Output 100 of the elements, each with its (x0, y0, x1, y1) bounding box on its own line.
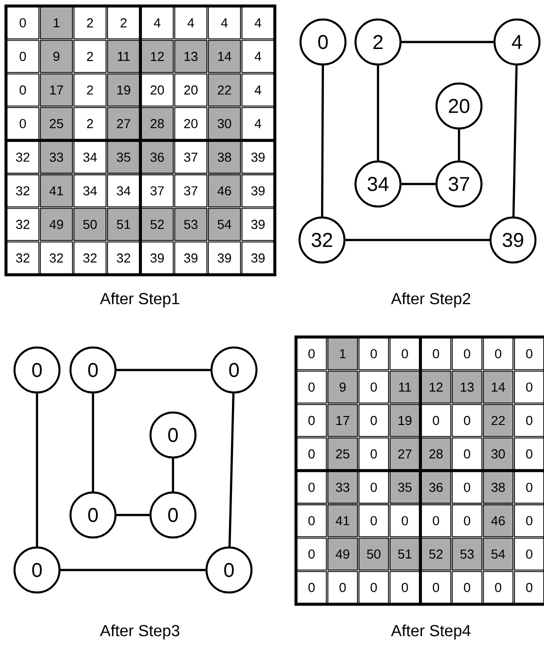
grid-cell: 0 (6, 40, 40, 73)
grid-cell: 0 (420, 337, 452, 370)
grid-cell: 39 (140, 242, 174, 274)
grid-cell: 0 (514, 504, 544, 538)
grid-cell: 4 (242, 74, 274, 106)
grid-cell: 39 (242, 208, 274, 241)
grid-cell: 4 (242, 6, 274, 40)
grid-cell: 19 (107, 74, 140, 106)
grid-cell: 0 (420, 571, 452, 604)
circle-node: 0 (14, 546, 60, 594)
grid-cell: 0 (358, 404, 389, 437)
connector-line (36, 394, 38, 546)
grid-cell: 14 (208, 40, 241, 73)
grid-cell: 0 (452, 470, 482, 504)
grid-cell: 0 (390, 571, 420, 604)
grid-cell: 0 (6, 6, 40, 40)
grid-cell: 41 (327, 504, 358, 538)
grid-cell: 36 (140, 140, 174, 174)
connector-line (402, 40, 494, 44)
grid-cell: 49 (327, 538, 358, 570)
grid-cell: 12 (140, 40, 174, 73)
grid-cell: 39 (242, 174, 274, 208)
grid-cell: 4 (242, 40, 274, 73)
grid-cell: 30 (482, 438, 514, 470)
grid-cell: 0 (514, 571, 544, 604)
grid-cell: 0 (514, 538, 544, 570)
grid-cell: 2 (107, 6, 140, 40)
grid-cell: 1 (40, 6, 73, 40)
circle-node: 37 (436, 160, 482, 208)
circle-node: 20 (436, 82, 482, 130)
grid-cell: 0 (482, 337, 514, 370)
grid-cell: 39 (242, 140, 274, 174)
grid-cell: 32 (6, 242, 40, 274)
grid-cell: 0 (514, 337, 544, 370)
grid-cell: 32 (6, 208, 40, 241)
grid-cell: 13 (452, 370, 482, 404)
circle-node: 0 (14, 346, 60, 394)
grid-cell: 22 (208, 74, 241, 106)
grid-cell: 32 (40, 242, 73, 274)
grid-cell: 17 (327, 404, 358, 437)
grid-cell: 38 (208, 140, 241, 174)
grid-cell: 0 (296, 438, 327, 470)
circle-node: 0 (206, 546, 252, 594)
grid-cell: 0 (296, 538, 327, 570)
grid-cell: 9 (327, 370, 358, 404)
grid-cell: 0 (358, 504, 389, 538)
grid-cell: 46 (208, 174, 241, 208)
grid-cell: 4 (140, 6, 174, 40)
grid-cell: 0 (514, 470, 544, 504)
grid-cell: 4 (174, 6, 208, 40)
grid-cell: 4 (242, 107, 274, 140)
grid-cell: 30 (208, 107, 241, 140)
grid-cell: 50 (74, 208, 106, 241)
grid-cell: 34 (74, 174, 106, 208)
grid-cell: 33 (40, 140, 73, 174)
grid-cell: 0 (452, 438, 482, 470)
connector-line (376, 66, 380, 160)
grid-cell: 37 (140, 174, 174, 208)
grid-cell: 0 (296, 370, 327, 404)
grid-cell: 53 (452, 538, 482, 570)
grid-cell: 41 (40, 174, 73, 208)
grid-cell: 0 (514, 370, 544, 404)
grid-cell: 32 (6, 140, 40, 174)
connector-line (172, 458, 174, 492)
grid-cell: 20 (174, 74, 208, 106)
grid-cell: 27 (107, 107, 140, 140)
grid-cell: 20 (174, 107, 208, 140)
grid-cell: 51 (107, 208, 140, 241)
circle-node: 39 (490, 216, 536, 264)
circle-node: 0 (150, 492, 196, 538)
grid-cell: 0 (358, 470, 389, 504)
grid-cell: 1 (327, 337, 358, 370)
grid-cell: 34 (107, 174, 140, 208)
grid-cell: 0 (420, 504, 452, 538)
circle-node: 2 (354, 18, 402, 66)
grid-cell: 0 (390, 337, 420, 370)
grid-cell: 0 (296, 571, 327, 604)
grid-cell: 37 (174, 140, 208, 174)
grid-cell: 0 (296, 337, 327, 370)
connector-line (321, 66, 324, 216)
grid-cell: 25 (327, 438, 358, 470)
connector-line (92, 394, 94, 492)
grid-cell: 39 (242, 242, 274, 274)
grid-cell: 54 (208, 208, 241, 241)
grid-cell: 9 (40, 40, 73, 73)
grid-cell: 35 (390, 470, 420, 504)
grid-cell: 13 (174, 40, 208, 73)
connector-line (402, 182, 436, 186)
connector-line (60, 568, 206, 572)
grid-cell: 0 (420, 404, 452, 437)
grid-cell: 34 (74, 140, 106, 174)
grid-cell: 0 (358, 370, 389, 404)
grid-cell: 11 (107, 40, 140, 73)
grid-cell: 28 (140, 107, 174, 140)
grid-cell: 0 (327, 571, 358, 604)
grid-cell: 46 (482, 504, 514, 538)
grid-cell: 19 (390, 404, 420, 437)
connector-line (228, 393, 235, 547)
grid-cell: 22 (482, 404, 514, 437)
grid-cell: 0 (452, 504, 482, 538)
